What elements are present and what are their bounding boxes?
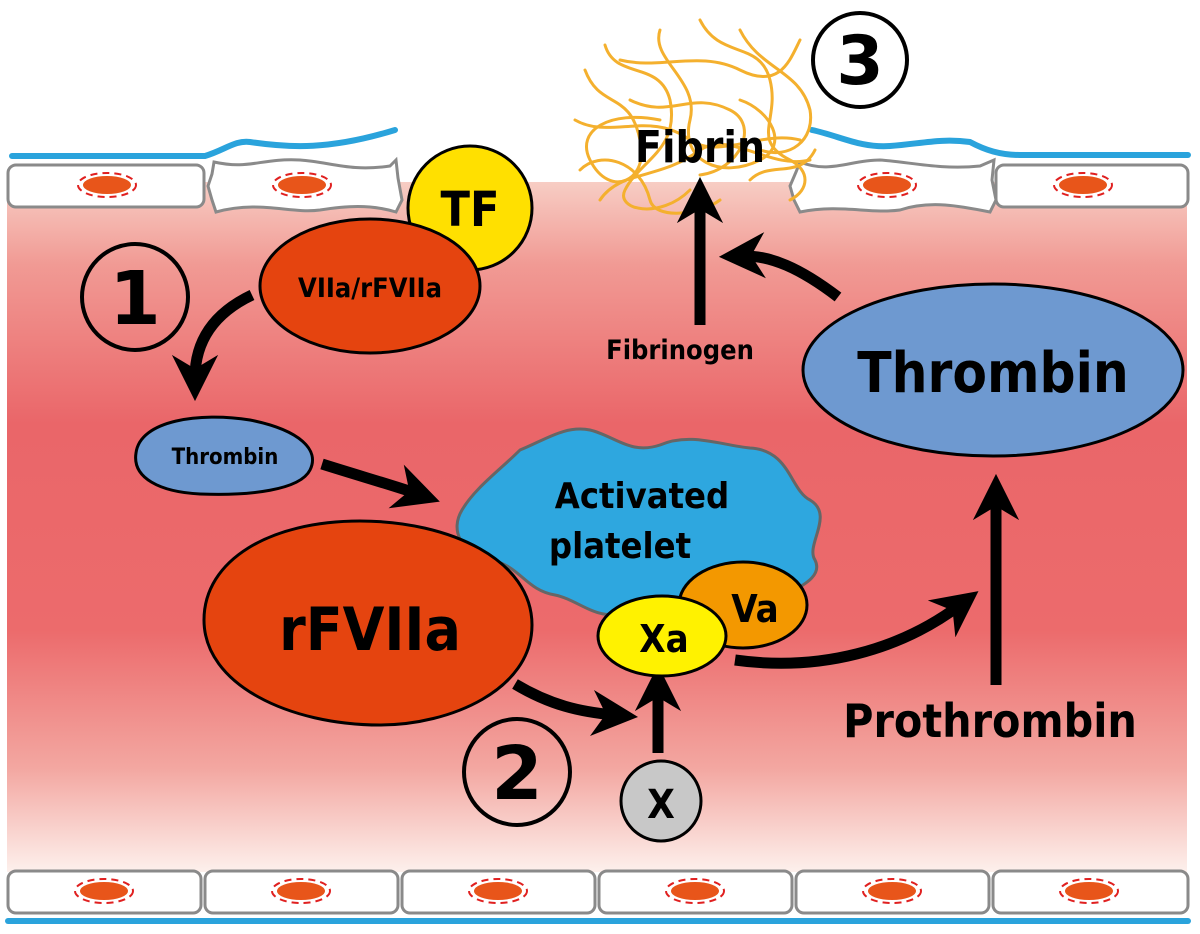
- step-1-label: 1: [109, 256, 161, 342]
- cell-nucleus: [80, 882, 128, 900]
- top-endothelium: [6, 156, 1190, 214]
- arrow-viia-to-thrombin: [171, 290, 255, 402]
- nucleus-envelope: [77, 172, 137, 198]
- nucleus-envelope: [862, 878, 922, 904]
- va-label: Va: [731, 587, 778, 631]
- viia-rfviia-node: VIIa/rFVIIa: [258, 217, 482, 355]
- arrows: [171, 176, 1020, 753]
- bottom-endothelium: [6, 869, 1190, 915]
- cell-nucleus: [1065, 882, 1113, 900]
- fibrin-label: Fibrin: [635, 122, 765, 173]
- step-marker-3: 3: [811, 11, 909, 109]
- nucleus-envelope: [271, 878, 331, 904]
- fibrinogen-label: Fibrinogen: [606, 335, 754, 366]
- x-label: X: [647, 782, 675, 828]
- arrow-thrombin-to-platelet: [320, 458, 440, 509]
- step-2-label: 2: [491, 731, 543, 817]
- nucleus-envelope: [665, 878, 725, 904]
- arrow-thrombin-to-fibrinogen: [718, 232, 842, 302]
- platelet-label-line1: Activated: [555, 476, 729, 517]
- rfviia-node: rFVIIa: [202, 519, 534, 727]
- cell-nucleus: [863, 176, 911, 194]
- nucleus-envelope: [468, 878, 528, 904]
- cell-nucleus: [671, 882, 719, 900]
- cell-nucleus: [83, 176, 131, 194]
- step-3-label: 3: [836, 22, 883, 101]
- cell-nucleus: [1059, 176, 1107, 194]
- platelet-label-line2: platelet: [549, 526, 691, 567]
- cell-nucleus: [868, 882, 916, 900]
- cell-nucleus: [278, 176, 326, 194]
- prothrombin-label: Prothrombin: [843, 694, 1137, 748]
- viia-rfviia-label: VIIa/rFVIIa: [298, 273, 442, 304]
- arrow-xa-to-thrombin: [734, 591, 979, 669]
- thrombin-large-node: Thrombin: [801, 282, 1185, 458]
- cell-nucleus: [474, 882, 522, 900]
- factor-x-node: X: [619, 759, 703, 843]
- cell-nucleus: [277, 882, 325, 900]
- tf-label: TF: [441, 182, 500, 238]
- top-basement-membrane-right: [809, 127, 1191, 158]
- nucleus-envelope: [1059, 878, 1119, 904]
- nucleus-envelope: [1053, 172, 1113, 198]
- xa-label: Xa: [639, 617, 688, 661]
- step-marker-1: 1: [80, 242, 190, 352]
- step-marker-2: 2: [462, 717, 572, 827]
- thrombin-large-label: Thrombin: [857, 341, 1128, 406]
- nucleus-envelope: [74, 878, 134, 904]
- nucleus-envelope: [857, 172, 917, 198]
- top-basement-membrane-left: [9, 127, 398, 159]
- fibrin-mesh: [573, 18, 817, 215]
- xa-node: Xa: [596, 594, 728, 678]
- arrow-rfviia-to-x: [512, 679, 639, 737]
- rfviia-label: rFVIIa: [279, 595, 461, 665]
- nucleus-envelope: [272, 172, 332, 198]
- thrombin-small-label: Thrombin: [172, 445, 279, 470]
- thrombin-small-node: Thrombin: [134, 415, 314, 496]
